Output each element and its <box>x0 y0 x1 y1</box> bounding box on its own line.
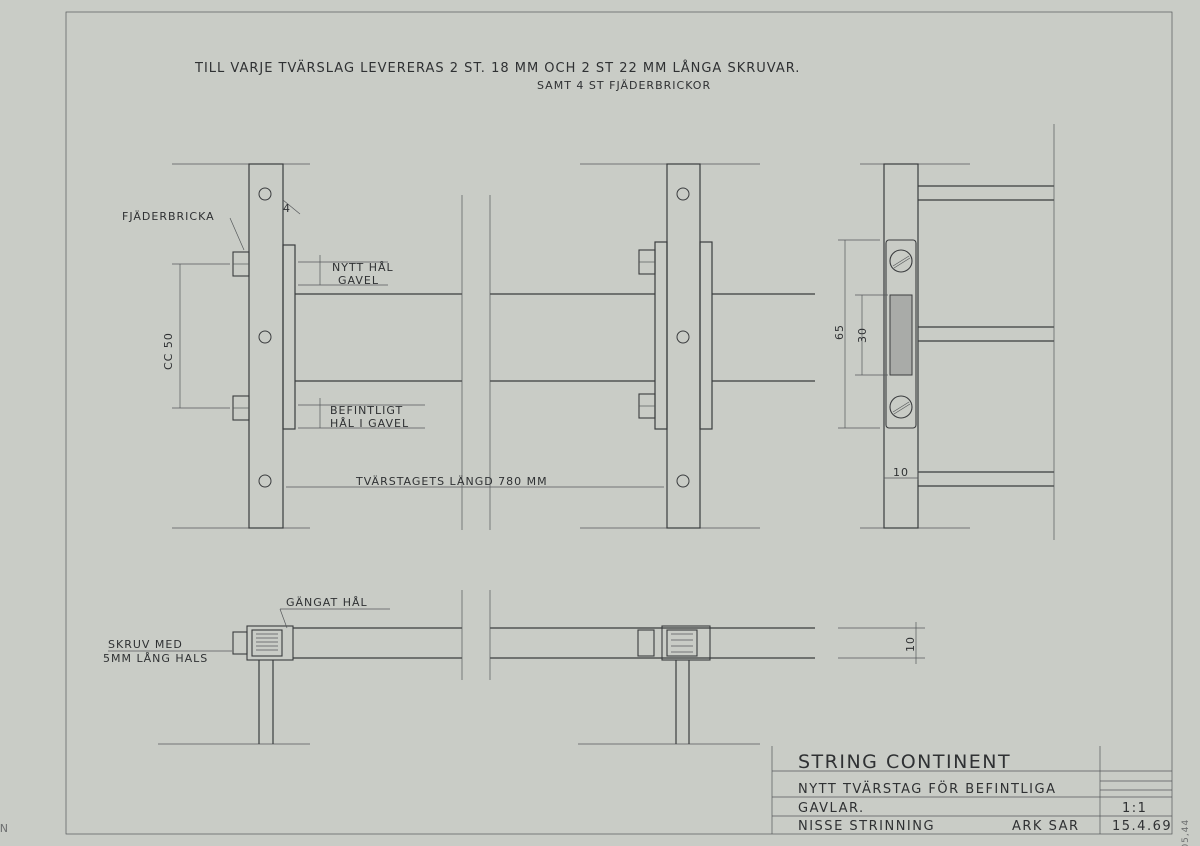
title-block-scale: 1:1 <box>1122 801 1147 816</box>
archive-stamp-left: NM 0235.0 <box>0 821 8 834</box>
title-block <box>771 746 1172 834</box>
left-gable <box>248 163 284 529</box>
plan-screw-head <box>637 629 655 657</box>
label-nytt-hal-2: GAVEL <box>338 274 379 287</box>
label-dim-65: 65 <box>833 324 846 340</box>
right-bracket-plate-right <box>699 241 713 430</box>
archive-stamp-right: 8005,44 <box>1181 819 1191 846</box>
label-gangat-hal: GÄNGAT HÅL <box>286 596 368 609</box>
label-skruv-1: SKRUV MED <box>108 638 183 651</box>
gable-hole <box>676 474 690 488</box>
gable-hole <box>258 474 272 488</box>
gable-hole <box>258 330 272 344</box>
label-length: TVÄRSTAGETS LÄNGD 780 MM <box>355 475 548 488</box>
screw-slot-icon <box>889 249 913 273</box>
label-befintligt-2: HÅL I GAVEL <box>330 417 409 430</box>
title-block-author: NISSE STRINNING <box>798 819 935 834</box>
screw-slot-icon <box>889 395 913 419</box>
plan-screw-head <box>232 631 248 655</box>
plan-view <box>108 590 925 745</box>
title-block-date: 15.4.69 <box>1112 819 1172 834</box>
label-dim-30: 30 <box>856 327 869 343</box>
bracket-fitting <box>885 239 917 429</box>
label-dim-10-side: 10 <box>893 466 909 479</box>
label-nytt-hal-1: NYTT HÅL <box>332 261 394 274</box>
left-plan-fitting <box>246 625 294 661</box>
label-dim-4: 4 <box>283 202 291 215</box>
right-bracket-plate-left <box>654 241 668 430</box>
side-gable <box>883 163 919 529</box>
gable-hole <box>676 187 690 201</box>
title-block-office: ARK SAR <box>1012 819 1080 834</box>
label-dim-10-plan: 10 <box>904 636 917 652</box>
label-befintligt-1: BEFINTLIGT <box>330 404 403 417</box>
gable-hole <box>676 330 690 344</box>
header-note-line1: TILL VARJE TVÄRSLAG LEVERERAS 2 ST. 18 M… <box>194 60 800 76</box>
left-bracket-plate <box>282 244 296 430</box>
front-view <box>172 163 815 530</box>
right-gable <box>666 163 701 529</box>
label-fjaderbricka: FJÄDERBRICKA <box>122 210 215 223</box>
title-block-desc-2: GAVLAR. <box>798 801 865 816</box>
right-plan-fitting <box>661 625 711 661</box>
header-note-line2: SAMT 4 ST FJÄDERBRICKOR <box>537 79 711 92</box>
bracket-slot <box>889 294 913 376</box>
title-block-desc-1: NYTT TVÄRSTAG FÖR BEFINTLIGA <box>798 780 1056 797</box>
gable-hole <box>258 187 272 201</box>
side-view <box>838 124 1055 540</box>
label-skruv-2: 5MM LÅNG HALS <box>103 652 208 665</box>
sheet-border <box>65 11 1173 835</box>
title-block-title: STRING CONTINENT <box>798 751 1011 773</box>
label-cc-50: CC 50 <box>162 332 175 370</box>
